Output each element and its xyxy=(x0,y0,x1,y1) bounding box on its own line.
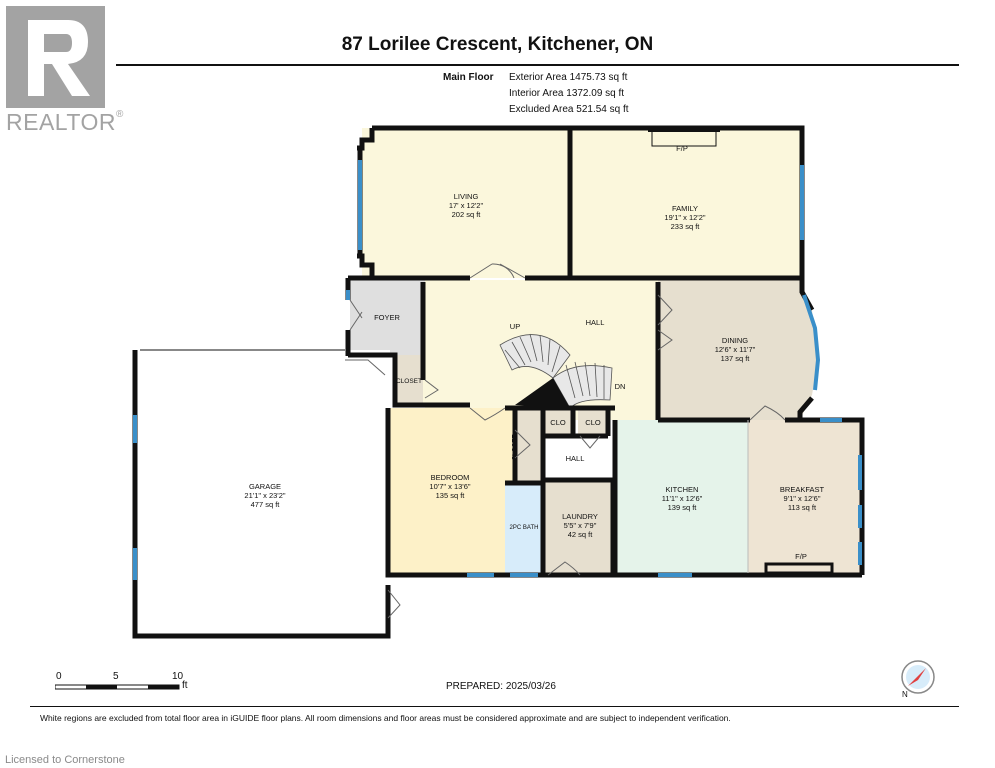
bath-room xyxy=(505,483,543,573)
hall-small-room xyxy=(543,436,615,480)
floor-label: Main Floor xyxy=(443,72,494,83)
realtor-logo xyxy=(6,6,105,108)
clo1-room xyxy=(543,408,573,436)
excluded-area: Excluded Area 521.54 sq ft xyxy=(509,104,629,115)
scale-label-0: 0 xyxy=(56,671,62,682)
laundry-room xyxy=(545,480,613,573)
closet-foyer-room xyxy=(395,355,423,405)
bedroom-room xyxy=(390,408,515,573)
compass-icon xyxy=(901,660,935,694)
title-divider xyxy=(116,64,959,66)
bath-label: 2PC BATH xyxy=(509,525,539,531)
clo1-label: CLO xyxy=(550,418,566,427)
breakfast-room xyxy=(748,420,861,573)
scale-label-5: 5 xyxy=(113,671,119,682)
windows xyxy=(133,160,862,580)
kitchen-room xyxy=(615,420,748,573)
realtor-wordmark: REALTOR® xyxy=(6,109,124,135)
exterior-area: Exterior Area 1475.73 sq ft xyxy=(509,72,628,83)
staircase xyxy=(499,333,613,409)
closet-foyer-label: CLOSET xyxy=(395,378,422,385)
foyer-label: FOYER xyxy=(374,313,400,322)
closet-bed-label: CLOSET xyxy=(511,434,519,461)
prepared-date: PREPARED: 2025/03/26 xyxy=(446,681,556,692)
breakfast-fireplace-label: F/P xyxy=(795,552,807,561)
disclaimer-text: White regions are excluded from total fl… xyxy=(40,713,731,723)
license-text: Licensed to Cornerstone xyxy=(5,754,125,766)
footer-divider xyxy=(30,706,959,707)
scale-unit: ft xyxy=(182,680,188,691)
page-title: 87 Lorilee Crescent, Kitchener, ON xyxy=(341,34,654,55)
stair-dn-label: DN xyxy=(614,382,626,391)
scale-label-10: 10 xyxy=(172,671,184,682)
family-fireplace-label: F/P xyxy=(676,144,688,153)
dining-room xyxy=(658,280,818,420)
living-room xyxy=(362,128,570,278)
clo2-label: CLO xyxy=(585,418,601,427)
family-room xyxy=(570,128,802,278)
garage-room xyxy=(135,350,390,635)
interior-area: Interior Area 1372.09 sq ft xyxy=(509,88,625,99)
scale-bar xyxy=(55,684,180,690)
breakfast-fireplace xyxy=(764,562,834,575)
hall-main-label: HALL xyxy=(585,318,605,327)
doors xyxy=(345,263,786,619)
realtor-r-icon xyxy=(28,20,90,96)
hall-small-label: HALL xyxy=(565,454,585,463)
foyer-room xyxy=(350,280,425,355)
compass-n-label: N xyxy=(902,690,908,699)
clo2-room xyxy=(578,408,608,436)
stair-up-label: UP xyxy=(509,322,521,331)
stair-landing xyxy=(515,378,570,408)
